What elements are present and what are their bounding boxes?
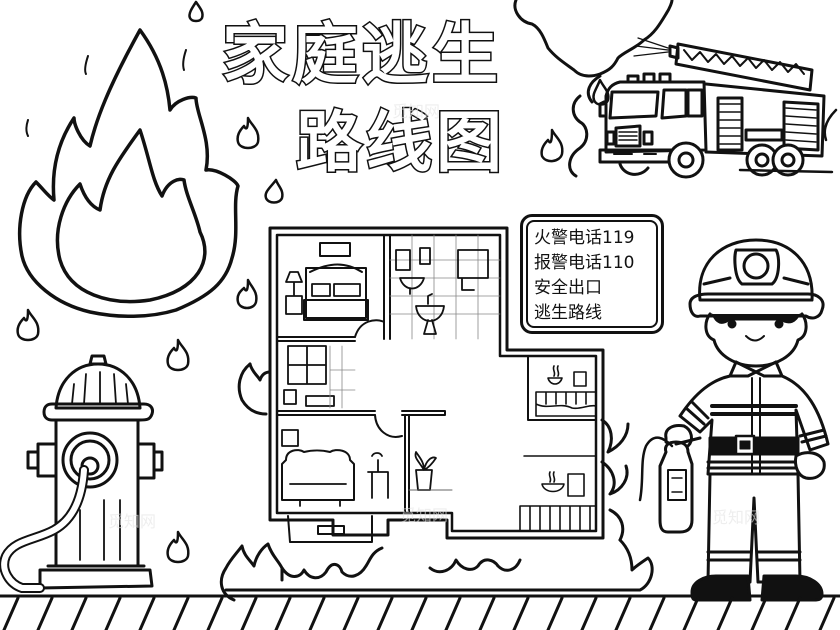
poster-title-line-1: 家庭逃生 [221, 16, 502, 93]
smoke-cloud-icon [513, 0, 674, 178]
emergency-info-box: 火警电话119 报警电话110 安全出口 逃生路线 [520, 214, 664, 334]
poster-title-line-2: 路线图 [295, 104, 506, 181]
flame-icon [17, 28, 240, 318]
watermark-text: 觅知网 [108, 512, 157, 531]
striped-floor [0, 594, 840, 630]
fire-truck-icon [598, 37, 834, 179]
emergency-info-inner: 火警电话119 报警电话110 安全出口 逃生路线 [526, 220, 658, 328]
floor-plan [268, 226, 605, 543]
watermark-text: 觅知网 [712, 508, 761, 527]
escape-route-text: 逃生路线 [534, 303, 602, 323]
watermark-text: 觅知网 [400, 506, 449, 525]
watermark-text: 觅知网 [392, 102, 441, 121]
fire-hydrant-icon [0, 354, 164, 593]
fire-hotline-text: 火警电话119 [534, 228, 635, 248]
safety-exit-text: 安全出口 [534, 278, 602, 298]
small-flame-icons [16, 0, 838, 564]
fire-extinguisher-icon [638, 436, 702, 534]
police-hotline-text: 报警电话110 [534, 253, 635, 273]
house-flames [219, 362, 654, 602]
firefighter-icon [664, 238, 830, 602]
